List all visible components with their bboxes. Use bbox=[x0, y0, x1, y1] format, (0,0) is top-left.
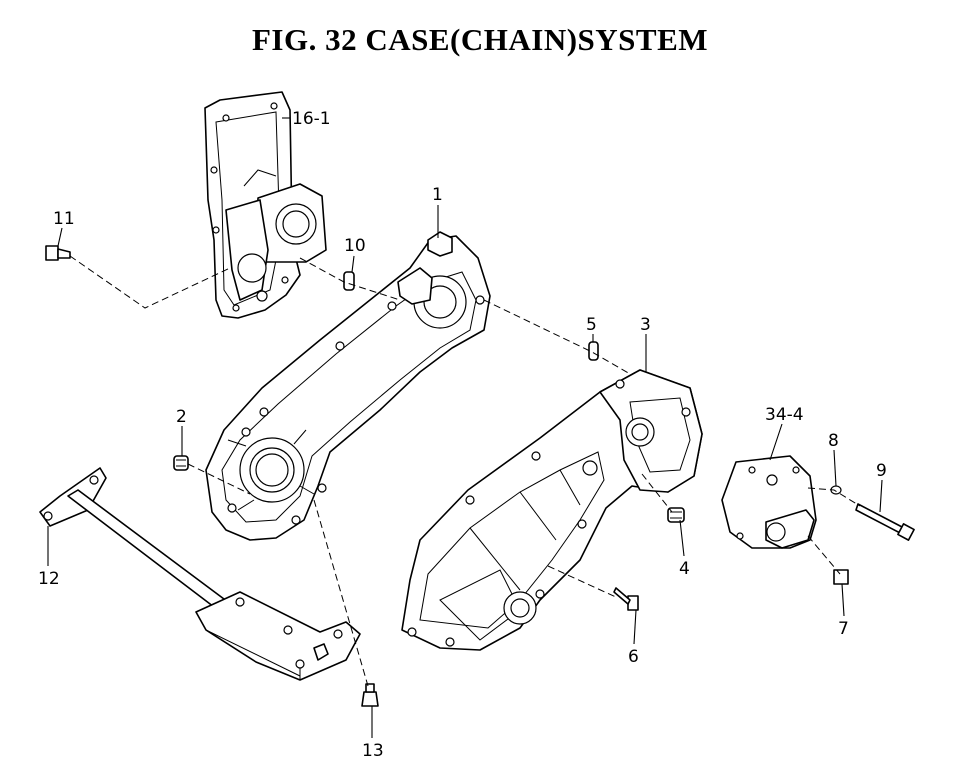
figure-title: FIG. 32 CASE(CHAIN)SYSTEM bbox=[251, 22, 709, 57]
chain-case-outer-3 bbox=[401, 369, 703, 651]
support-stay-12 bbox=[39, 467, 361, 681]
dowel-pin-10 bbox=[343, 271, 355, 291]
callout-12: 12 bbox=[38, 569, 60, 589]
callout-9: 9 bbox=[876, 461, 887, 481]
assembly-lines bbox=[69, 255, 861, 687]
leader-lines bbox=[47, 117, 883, 738]
callout-3: 3 bbox=[640, 315, 651, 335]
callout-7: 7 bbox=[838, 619, 849, 639]
gasket-plate-16-1 bbox=[204, 91, 327, 319]
dowel-pin-5 bbox=[588, 341, 599, 361]
callout-6: 6 bbox=[628, 647, 639, 667]
cover-plate-34-4 bbox=[721, 455, 817, 549]
callout-1: 1 bbox=[432, 185, 443, 205]
callout-13: 13 bbox=[362, 741, 384, 761]
callout-4: 4 bbox=[679, 559, 690, 579]
callout-2: 2 bbox=[176, 407, 187, 427]
callout-16-1: 16-1 bbox=[292, 109, 331, 129]
long-bolt-9 bbox=[855, 503, 915, 541]
callout-5: 5 bbox=[586, 315, 597, 335]
chain-case-inner-1 bbox=[205, 231, 491, 541]
bolt-11 bbox=[45, 245, 71, 261]
grease-nipple-13 bbox=[361, 683, 379, 707]
callout-8: 8 bbox=[828, 431, 839, 451]
callout-11: 11 bbox=[53, 209, 75, 229]
bolt-7 bbox=[833, 569, 849, 585]
bolt-6 bbox=[613, 587, 639, 611]
callout-10: 10 bbox=[344, 236, 366, 256]
callout-34-4: 34-4 bbox=[765, 405, 804, 425]
plug-2 bbox=[173, 455, 189, 471]
